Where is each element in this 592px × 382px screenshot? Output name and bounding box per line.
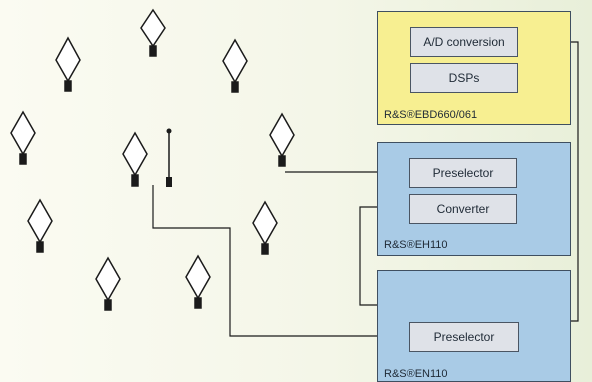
panel-label-en110: R&S®EN110 xyxy=(384,368,448,380)
antenna-element-icon xyxy=(185,254,211,309)
center-monopole-icon xyxy=(166,128,172,187)
block-ad-conversion: A/D conversion xyxy=(410,27,518,57)
antenna-element-icon xyxy=(269,112,295,167)
block-preselector-en110: Preselector xyxy=(409,322,519,352)
block-preselector-eh110: Preselector xyxy=(409,158,517,188)
antenna-element-icon xyxy=(55,36,81,92)
antenna-element-icon xyxy=(27,198,53,253)
antenna-element-icon xyxy=(222,38,248,93)
antenna-element-icon xyxy=(10,110,36,165)
block-dsps: DSPs xyxy=(410,63,518,93)
block-converter: Converter xyxy=(409,194,517,224)
panel-label-eh110: R&S®EH110 xyxy=(384,239,448,251)
wire-antenna-to-en110-preselector xyxy=(152,185,407,341)
panel-label-ebd660: R&S®EBD660/061 xyxy=(384,109,478,121)
antenna-element-icon xyxy=(122,131,148,187)
antenna-element-icon xyxy=(95,256,121,311)
panel-en110: Preselector R&S®EN110 xyxy=(377,270,571,382)
panel-ebd660: A/D conversion DSPs R&S®EBD660/061 xyxy=(377,11,571,125)
antenna-element-icon xyxy=(140,8,166,57)
antenna-element-icon xyxy=(252,200,278,255)
panel-eh110: Preselector Converter R&S®EH110 xyxy=(377,142,571,256)
